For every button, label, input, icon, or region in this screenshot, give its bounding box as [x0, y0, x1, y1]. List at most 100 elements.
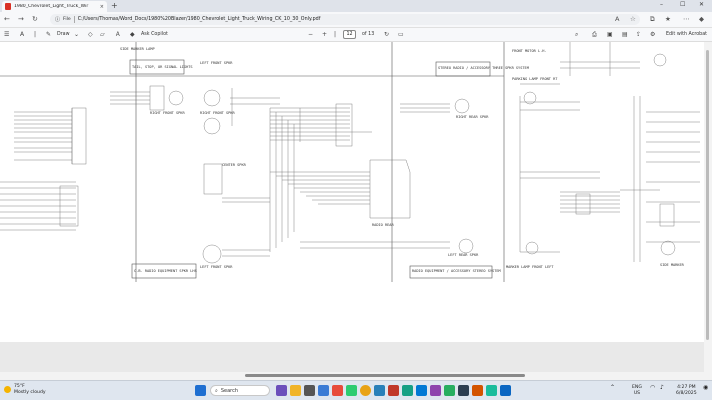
app-icon-9[interactable] [430, 385, 441, 396]
wifi-icon[interactable]: ◠ [650, 384, 656, 391]
print-icon[interactable]: ⎙ [592, 31, 597, 38]
refresh-icon[interactable]: ↻ [32, 15, 38, 23]
label-front-motor: FRONT MOTOR L.H. [512, 49, 547, 53]
copilot-small-icon[interactable]: ◆ [130, 31, 135, 38]
fit-page-icon[interactable]: ▭ [398, 31, 404, 38]
weather-widget[interactable]: 75°F Mostly cloudy [4, 384, 46, 395]
weather-desc: Mostly cloudy [14, 389, 46, 395]
settings-more-icon[interactable]: ⋯ [683, 15, 690, 23]
clock[interactable]: 4:27 PM 6/8/2025 [676, 385, 697, 396]
label-left-front-spkr-top: LEFT FRONT SPKR [200, 61, 233, 65]
pdf-page-view[interactable]: SIDE MARKER LAMP TAIL, STOP, OR SIGNAL L… [0, 42, 712, 342]
clock-time: 4:27 PM [677, 385, 696, 390]
copilot-icon[interactable]: ◆ [699, 15, 704, 23]
chrome-icon[interactable] [360, 385, 371, 396]
edge-icon[interactable] [500, 385, 511, 396]
label-marker-lamp-front-left: MARKER LAMP FRONT LEFT [506, 265, 554, 269]
vertical-scroll-thumb[interactable] [706, 50, 709, 340]
close-window-icon[interactable]: ✕ [699, 1, 705, 8]
search-placeholder: Search [220, 387, 238, 394]
label-cb-radio: C.B. RADIO EQUIPMENT SPKR LHS [134, 269, 197, 273]
app-icon-12[interactable] [472, 385, 483, 396]
weather-sun-icon [4, 386, 11, 393]
tab-close-icon[interactable]: × [99, 3, 104, 10]
info-icon: ⓘ [55, 17, 61, 23]
wiring-diagram: SIDE MARKER LAMP TAIL, STOP, OR SIGNAL L… [0, 42, 700, 282]
clock-date: 6/8/2025 [676, 390, 697, 396]
zoom-in-icon[interactable]: + [322, 31, 328, 38]
share-icon[interactable]: ⇪ [636, 31, 642, 38]
label-stereo-radio: STEREO RADIO / ACCESSORY THREE SPKR SYST… [438, 66, 530, 70]
notification-icon[interactable]: ◉ [703, 384, 709, 391]
label-stop-turn: TAIL, STOP, OR SIGNAL LIGHTS [132, 65, 193, 69]
task-view-icon[interactable] [276, 385, 287, 396]
eraser-icon[interactable]: ◇ [88, 31, 93, 38]
contents-icon[interactable]: ☰ [4, 31, 10, 38]
tab-bar: 1980_Chevrolet_Light_Truck_Wir × + – ☐ ✕ [0, 0, 712, 12]
language-indicator[interactable]: ENG US [632, 385, 642, 396]
ask-copilot-label[interactable]: Ask Copilot [141, 32, 168, 37]
text-icon[interactable]: Ꭺ [116, 31, 121, 38]
label-right-rear-spkr: RIGHT REAR SPKR [456, 115, 489, 119]
url-input[interactable]: ⓘ File C:/Users/Thomas/Word_Docs/1980%20… [50, 14, 640, 25]
taskbar-search[interactable]: ⌕ Search [210, 385, 270, 396]
volume-icon[interactable]: ♪ [660, 384, 664, 391]
edit-acrobat-label[interactable]: Edit with Acrobat [666, 32, 708, 37]
weather-temp: 75°F [14, 384, 25, 389]
draw-dropdown-icon[interactable]: ⌄ [74, 31, 80, 38]
app-icon-4[interactable] [346, 385, 357, 396]
save-icon[interactable]: ▣ [607, 31, 613, 38]
rotate-icon[interactable]: ↻ [384, 31, 390, 38]
search-icon: ⌕ [215, 387, 218, 394]
new-tab-button[interactable]: + [111, 1, 118, 10]
url-path: C:/Users/Thomas/Word_Docs/1980%20Blazer/… [77, 17, 321, 22]
label-side-marker-top: SIDE MARKER LAMP [120, 47, 155, 51]
label-radio-rear: RADIO REAR [372, 223, 394, 227]
favorite-icon[interactable]: ☆ [630, 15, 636, 23]
app-icon-10[interactable] [444, 385, 455, 396]
url-scheme-label: File [63, 17, 71, 22]
app-icon-3[interactable] [332, 385, 343, 396]
label-right-front-spkr-1: RIGHT FRONT SPKR [150, 111, 185, 115]
draw-icon[interactable]: ✎ [46, 31, 52, 38]
address-bar: ← → ↻ ⓘ File C:/Users/Thomas/Word_Docs/1… [0, 12, 712, 28]
tab-title: 1980_Chevrolet_Light_Truck_Wir [14, 4, 89, 9]
label-left-rear-spkr: LEFT REAR SPKR [448, 253, 479, 257]
zoom-out-icon[interactable]: − [308, 31, 314, 38]
app-icon-2[interactable] [318, 385, 329, 396]
draw-label[interactable]: Draw [57, 32, 70, 37]
app-icon-5[interactable] [374, 385, 385, 396]
app-icon-13[interactable] [486, 385, 497, 396]
pdf-settings-icon[interactable]: ⚙ [650, 31, 656, 38]
separator-icon: | [34, 31, 37, 38]
pdf-toolbar: ☰ A | ✎ Draw ⌄ ◇ ▱ Ꭺ ◆ Ask Copilot − + |… [0, 28, 712, 42]
file-explorer-icon[interactable] [290, 385, 301, 396]
horizontal-scroll-thumb[interactable] [245, 374, 525, 377]
tab-pdf[interactable]: 1980_Chevrolet_Light_Truck_Wir × [2, 1, 107, 12]
label-radio-equipment: RADIO EQUIPMENT / ACCESSORY STEREO SYSTE… [412, 269, 502, 273]
read-aloud-pdf-icon[interactable]: A [20, 31, 25, 38]
tray-chevron-icon[interactable]: ⌃ [610, 384, 616, 391]
app-icon-8[interactable] [416, 385, 427, 396]
page-total: of 13 [362, 32, 375, 37]
page-number-input[interactable]: 12 [343, 30, 356, 39]
app-icon-1[interactable] [304, 385, 315, 396]
label-center-spkr: CENTER SPKR [222, 163, 247, 167]
search-pdf-icon[interactable]: ⌕ [575, 31, 579, 38]
app-icon-6[interactable] [388, 385, 399, 396]
maximize-icon[interactable]: ☐ [680, 1, 686, 8]
forward-icon[interactable]: → [18, 15, 24, 23]
read-aloud-icon[interactable]: A [615, 15, 620, 23]
pdf-icon [5, 3, 11, 10]
favorites-icon[interactable]: ★ [665, 15, 671, 23]
split-screen-icon[interactable]: ⧉ [650, 15, 655, 23]
separator-icon-2: | [334, 31, 337, 38]
app-icon-11[interactable] [458, 385, 469, 396]
taskbar: 75°F Mostly cloudy ⌕ Search ⌃ ENG US ◠ ♪… [0, 380, 712, 400]
save-as-icon[interactable]: ▤ [622, 31, 628, 38]
highlight-icon[interactable]: ▱ [100, 31, 105, 38]
app-icon-7[interactable] [402, 385, 413, 396]
back-icon[interactable]: ← [4, 15, 10, 23]
start-icon[interactable] [195, 385, 206, 396]
minimize-icon[interactable]: – [660, 1, 663, 8]
